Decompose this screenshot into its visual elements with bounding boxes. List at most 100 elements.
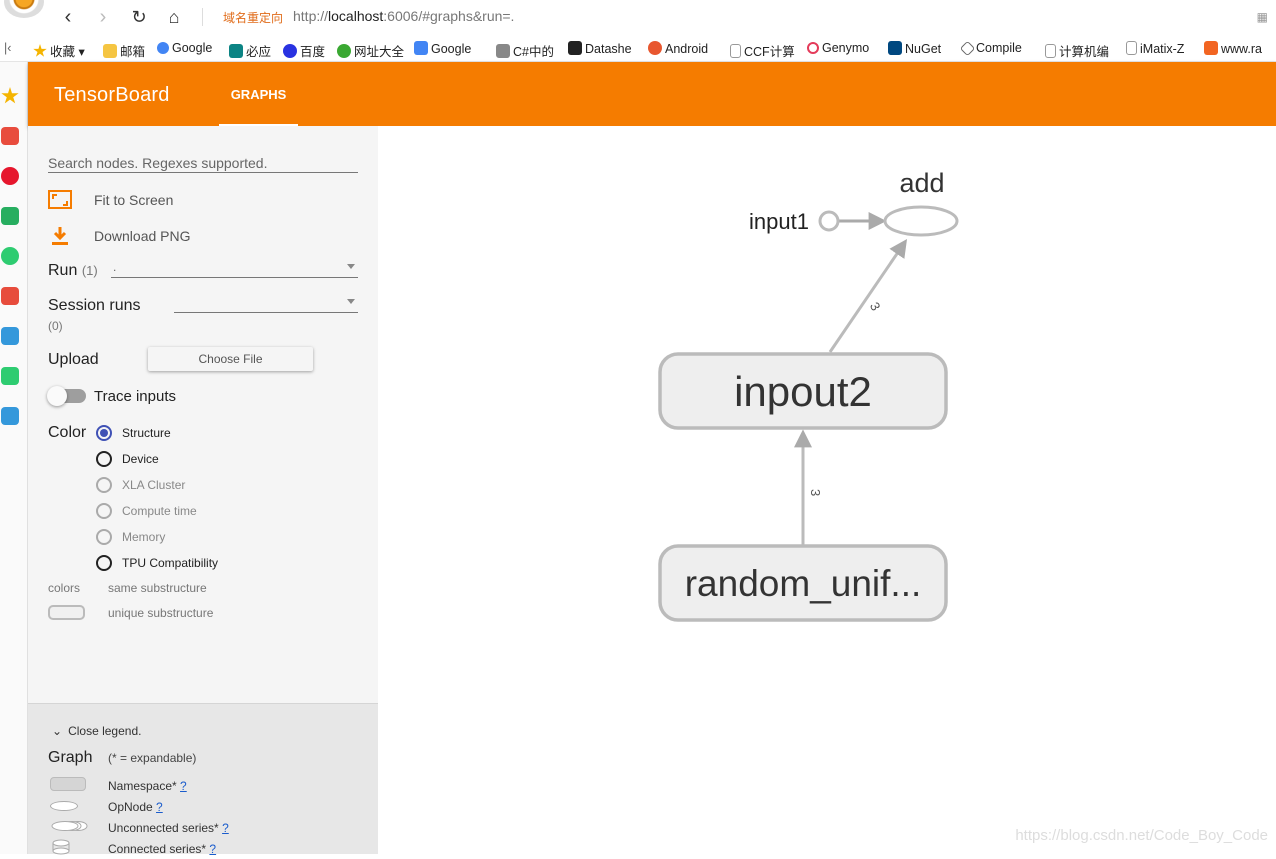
node-random-uniform[interactable] [658,544,948,622]
node-add[interactable] [883,205,959,237]
radio-device[interactable] [96,451,112,467]
session-runs-select[interactable] [174,295,358,313]
edge-label: 3 [867,300,884,314]
radio-compute-time[interactable] [96,503,112,519]
bookmark-item[interactable]: C#中的 [496,41,554,60]
browser-logo-icon [4,0,44,18]
bookmark-item[interactable]: www.ra [1204,41,1262,56]
run-count: (1) [81,263,98,278]
bookmark-item[interactable]: 收藏 ▾ [33,41,85,60]
bookmark-label: 必应 [246,45,272,59]
folder-icon [103,44,117,58]
radio-label: TPU Compatibility [122,556,219,570]
trace-inputs-toggle[interactable] [47,386,86,406]
bookmark-item[interactable]: Datashe [568,41,632,56]
address-bar[interactable]: http://localhost:6006/#graphs&run=. [293,8,514,24]
datasheet-icon [568,41,582,55]
radio-xla-cluster[interactable] [96,477,112,493]
legend-item-label: OpNode [108,800,153,814]
connected-series-icon [52,839,70,855]
namespace-shape-icon [50,777,86,791]
radio-label: Device [122,452,159,466]
bookmark-item[interactable]: 百度 [283,41,325,60]
camel-icon[interactable] [1,407,19,425]
legend-item: Namespace* ? [108,779,187,793]
bookmark-item[interactable]: CCF计算 [730,41,795,60]
bookmark-item[interactable]: 计算机编 [1045,41,1109,60]
graph-canvas[interactable]: 3 3 add input1 inpout2 random_unif... ht… [378,126,1276,854]
colors-label: colors [48,581,81,595]
mail-icon[interactable] [1,207,19,225]
watermark: https://blog.csdn.net/Code_Boy_Code [1015,827,1268,844]
run-select[interactable]: . [111,260,358,278]
redirect-label[interactable]: 域名重定向 [223,11,284,25]
node-random-uniform-label: random_unif... [685,563,922,604]
bookmark-label: NuGet [905,42,942,56]
tv-icon[interactable] [1,367,19,385]
bookmark-label: Google [172,41,213,55]
app-title: TensorBoard [54,84,170,106]
home-icon[interactable]: ⌂ [168,7,180,27]
close-legend-button[interactable]: ⌄Close legend. [52,724,141,738]
bookmark-label: Google [431,42,472,56]
node-inpout2[interactable] [658,352,948,430]
node-add-label: add [899,168,944,198]
page-icon [1045,44,1056,58]
url-host: localhost [328,8,384,24]
unique-substructure-label: unique substructure [108,606,214,620]
forward-icon[interactable]: › [99,6,107,28]
bookmark-item[interactable]: Google [414,41,471,56]
bookmark-item[interactable]: Google [157,41,212,55]
bookmark-label: 计算机编 [1059,45,1110,59]
hao123-icon [337,44,351,58]
edge-label: 3 [808,489,823,496]
page-icon [730,44,741,58]
session-runs-count: (0) [48,319,63,333]
news-icon[interactable] [1,127,19,145]
opnode-shape-icon [50,801,78,811]
radio-label: Compute time [122,504,197,518]
fit-to-screen-label: Fit to Screen [94,192,174,208]
bookmark-item[interactable]: 邮箱 [103,41,145,60]
radio-tpu-compatibility[interactable] [96,555,112,571]
help-link[interactable]: ? [222,821,229,835]
help-link[interactable]: ? [209,842,217,856]
back-icon[interactable]: ‹ [64,6,72,28]
bookmark-item[interactable]: Genymo [807,41,869,55]
legend-expandable-note: (* = expandable) [108,751,197,765]
choose-file-button[interactable]: Choose File [148,347,313,371]
legend-item-label: Namespace* [108,779,177,793]
document-icon[interactable] [1,327,19,345]
help-link[interactable]: ? [156,800,163,814]
bookmark-item[interactable]: NuGet [888,41,941,56]
bookmark-item[interactable]: iMatix-Z [1126,41,1184,56]
weibo-icon[interactable] [1,167,19,185]
bookmark-item[interactable]: Android [648,41,708,56]
site-icon [1204,41,1218,55]
chevron-down-icon: ⌄ [52,724,63,738]
google-icon [157,42,169,54]
unique-substructure-swatch [48,605,85,620]
graph-svg[interactable]: 3 3 add input1 inpout2 random_unif... [378,126,1276,854]
game-icon[interactable] [1,287,19,305]
bookmark-item[interactable]: Compile [959,40,1022,57]
sidebar-toggle-icon[interactable]: |‹ [4,41,12,55]
chevron-down-icon [347,299,355,304]
page-icon [1126,41,1137,55]
favorites-icon[interactable] [1,87,19,104]
search-input[interactable]: Search nodes. Regexes supported. [48,153,358,173]
apps-grid-icon[interactable]: ▦ [1256,10,1268,24]
planet-icon[interactable] [1,247,19,265]
radio-memory[interactable] [96,529,112,545]
fit-screen-icon [48,190,72,209]
bookmark-label: 收藏 [50,45,76,59]
run-label: Run (1) [48,262,98,280]
bookmark-item[interactable]: 必应 [229,41,271,60]
node-input1[interactable] [818,210,840,232]
bookmark-item[interactable]: 网址大全 [337,41,404,60]
radio-structure[interactable] [96,425,112,441]
tab-graphs[interactable]: GRAPHS [230,87,287,102]
help-link[interactable]: ? [180,779,187,793]
reload-icon[interactable]: ↻ [131,7,147,27]
same-substructure-label: same substructure [108,581,207,595]
